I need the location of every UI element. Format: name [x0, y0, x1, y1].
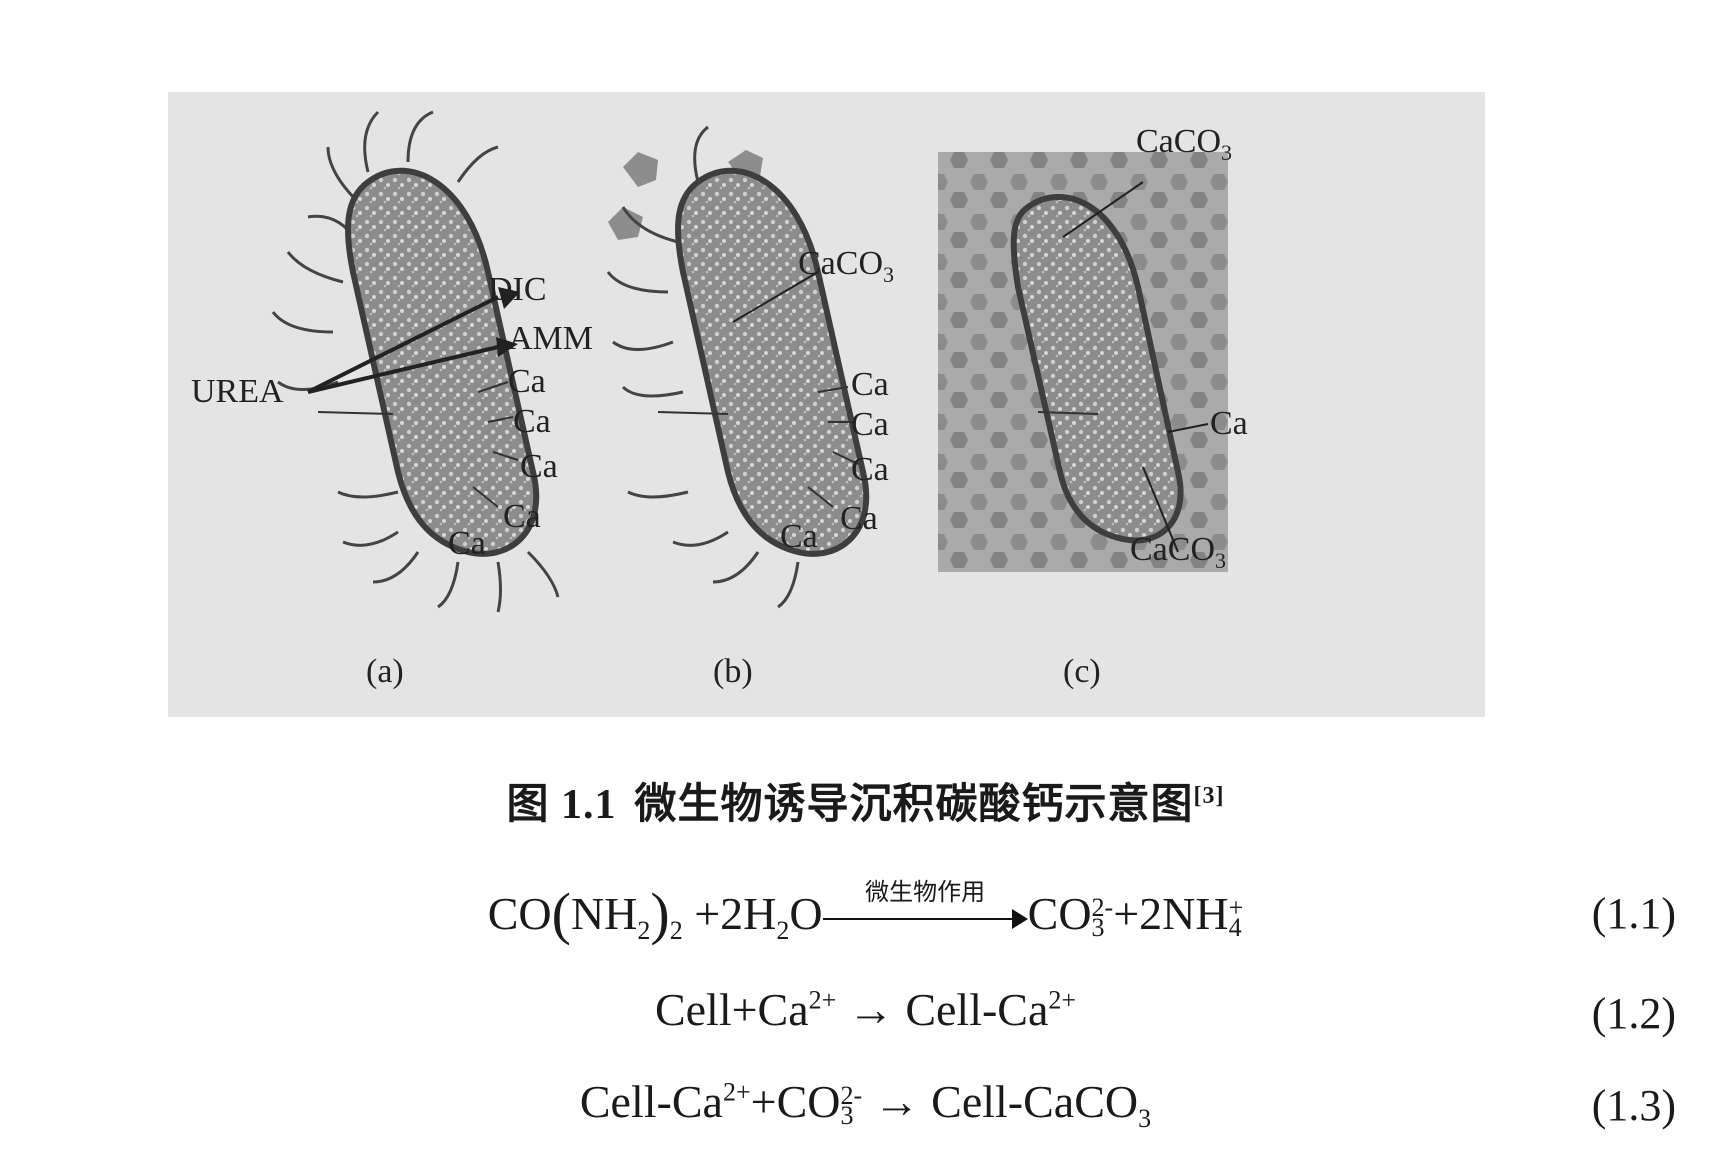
label-ca: Ca	[448, 525, 486, 562]
figure-caption: 图 1.1 微生物诱导沉积碳酸钙示意图[3]	[0, 770, 1731, 831]
label-ca: Ca	[1210, 405, 1248, 442]
caption-reference: [3]	[1193, 783, 1225, 809]
label-ca: Ca	[851, 451, 889, 488]
panel-a: DIC AMM UREA Ca Ca Ca Ca Ca (a)	[191, 110, 593, 690]
flagella-b	[606, 125, 800, 609]
label-ca: Ca	[503, 498, 541, 535]
label-dic: DIC	[488, 271, 547, 308]
equation-number: (1.2)	[1591, 989, 1676, 1038]
equation-number: (1.1)	[1591, 889, 1676, 938]
bacterium-cell-a	[345, 167, 540, 557]
label-ca: Ca	[840, 500, 878, 537]
urea-dic-arrow-line	[307, 295, 499, 394]
arrow-label: 微生物作用	[865, 878, 986, 907]
label-caco3: CaCO3	[1130, 531, 1226, 573]
label-caco3: CaCO3	[798, 245, 894, 287]
urea-amm-arrow-line	[307, 345, 499, 394]
panel-label-b: (b)	[713, 653, 753, 690]
label-caco3: CaCO3	[1136, 123, 1232, 165]
equation-1-2: Cell+Ca2+ → Cell-Ca2+	[654, 984, 1077, 1035]
figure-illustration: DIC AMM UREA Ca Ca Ca Ca Ca (a)	[168, 92, 1485, 717]
caption-title: 微生物诱导沉积碳酸钙示意图	[634, 782, 1194, 828]
label-ca: Ca	[851, 366, 889, 403]
panel-label-a: (a)	[366, 653, 404, 690]
ca-leader-lines-b	[807, 386, 859, 508]
ca-leader-lines-a	[472, 381, 519, 508]
equation-number: (1.3)	[1591, 1081, 1676, 1130]
reaction-arrow: 微生物作用	[822, 878, 1028, 938]
label-ca: Ca	[851, 406, 889, 443]
label-ca: Ca	[780, 518, 818, 555]
panel-label-c: (c)	[1063, 653, 1101, 690]
label-ca: Ca	[520, 448, 558, 485]
label-ca: Ca	[508, 363, 546, 400]
flagella-a	[271, 110, 560, 613]
panel-c: CaCO3 Ca CaCO3 (c)	[938, 123, 1248, 690]
bacterium-cell-b	[675, 167, 870, 557]
panel-b: CaCO3 Ca Ca Ca Ca Ca (b)	[606, 125, 894, 690]
bacterium-cell-c	[1010, 194, 1184, 544]
label-urea: UREA	[191, 373, 284, 410]
caption-number: 图 1.1	[506, 782, 617, 828]
label-ca: Ca	[513, 403, 551, 440]
label-amm: AMM	[508, 320, 593, 357]
